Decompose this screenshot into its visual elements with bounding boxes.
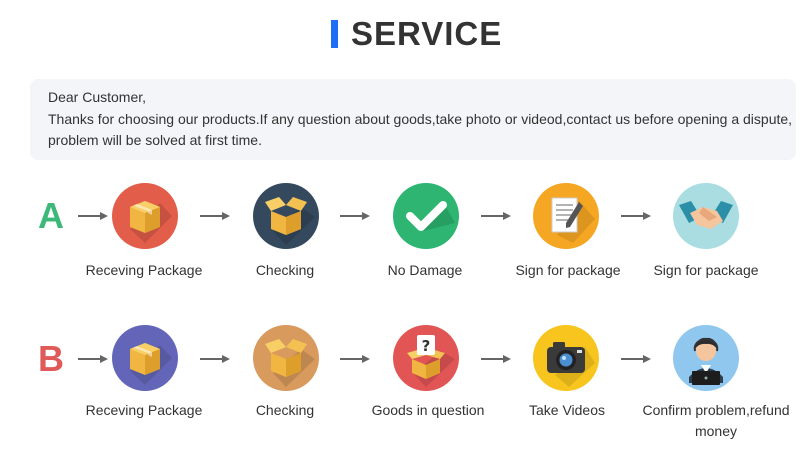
row-b-step-5-label: Confirm problem,refund money bbox=[642, 402, 790, 439]
row-a-step-2-label: Checking bbox=[255, 262, 315, 278]
open-box-icon bbox=[253, 183, 319, 249]
arrow-right-icon bbox=[78, 212, 108, 220]
handshake-icon bbox=[673, 183, 739, 249]
question-box-icon: ? bbox=[393, 325, 459, 391]
notice-line-2: problem will be solved at first time. bbox=[48, 132, 262, 148]
row-b-step-4-label: Take Videos bbox=[528, 402, 605, 418]
svg-text:?: ? bbox=[422, 337, 431, 355]
page-title: SERVICE bbox=[351, 15, 503, 52]
customer-notice: Dear Customer, Thanks for choosing our p… bbox=[30, 79, 796, 160]
arrow-right-icon bbox=[621, 212, 651, 220]
row-a-step-4-label: Sign for package bbox=[515, 262, 621, 278]
notice-greeting: Dear Customer, bbox=[48, 89, 147, 105]
row-b-step-2-label: Checking bbox=[255, 402, 315, 418]
package-box-icon bbox=[112, 325, 178, 391]
checkmark-icon bbox=[393, 183, 459, 249]
arrow-right-icon bbox=[481, 355, 511, 363]
arrow-right-icon bbox=[340, 355, 370, 363]
arrow-right-icon bbox=[481, 212, 511, 220]
arrow-right-icon bbox=[200, 212, 230, 220]
title-accent-bar bbox=[331, 20, 338, 48]
notice-line-1: Thanks for choosing our products.If any … bbox=[48, 110, 793, 127]
arrow-right-icon bbox=[200, 355, 230, 363]
row-b-letter: B bbox=[38, 338, 64, 379]
row-b-step-1-label: Receving Package bbox=[85, 402, 203, 418]
arrow-right-icon bbox=[78, 355, 108, 363]
open-box-icon bbox=[253, 325, 319, 391]
row-a-letter: A bbox=[38, 195, 64, 236]
package-box-icon bbox=[112, 183, 178, 249]
arrow-right-icon bbox=[621, 355, 651, 363]
row-b-step-3-label: Goods in question bbox=[371, 402, 485, 418]
page-header: SERVICE bbox=[0, 14, 812, 58]
support-agent-icon bbox=[673, 325, 739, 391]
row-a-step-1-label: Receving Package bbox=[85, 262, 203, 278]
arrow-right-icon bbox=[340, 212, 370, 220]
document-sign-icon bbox=[533, 183, 599, 249]
camera-icon bbox=[533, 325, 599, 391]
row-a-step-3-label: No Damage bbox=[387, 262, 463, 278]
row-a-step-5-label: Sign for package bbox=[653, 262, 759, 278]
